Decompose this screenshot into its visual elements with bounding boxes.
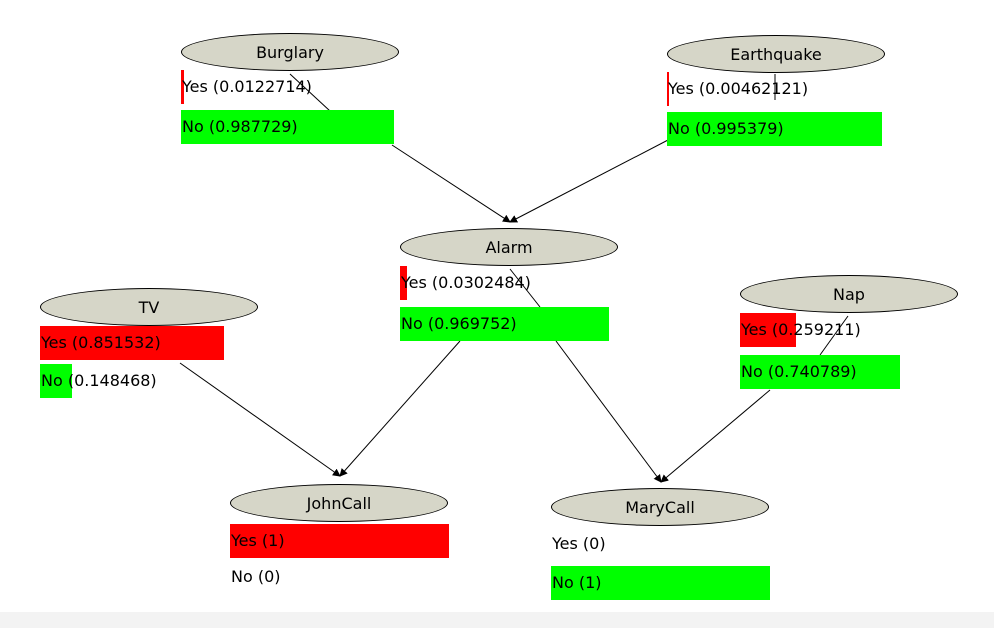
- probability-bar-no: [551, 566, 770, 600]
- state-yes[interactable]: Yes (0.851532): [40, 326, 256, 360]
- state-label: Yes (1): [231, 531, 285, 550]
- state-label: No (0.969752): [401, 314, 517, 333]
- state-no[interactable]: No (0.995379): [667, 112, 883, 146]
- node-nap[interactable]: Nap: [740, 275, 958, 313]
- status-strip: [0, 612, 994, 628]
- probability-bar-yes: [740, 313, 796, 347]
- edge-earthquake-alarm: [509, 139, 669, 223]
- node-label: JohnCall: [306, 493, 372, 513]
- state-label: No (1): [552, 573, 602, 592]
- probability-bar-no: [400, 307, 609, 341]
- probability-bar-yes: [181, 70, 184, 104]
- state-label: No (0.740789): [741, 362, 857, 381]
- node-johncall[interactable]: JohnCall: [230, 484, 448, 522]
- state-no[interactable]: No (0): [230, 560, 449, 594]
- node-tv[interactable]: TV: [40, 288, 258, 326]
- state-yes[interactable]: Yes (0.0302484): [400, 266, 616, 300]
- node-burglary[interactable]: Burglary: [181, 33, 399, 71]
- node-label: Nap: [833, 284, 865, 304]
- probability-bar-yes: [667, 72, 669, 106]
- state-label: Yes (0.0302484): [401, 273, 531, 292]
- node-label: MaryCall: [625, 497, 695, 517]
- probability-bar-no: [181, 110, 394, 144]
- state-yes[interactable]: Yes (0.0122714): [181, 70, 397, 104]
- state-label: Yes (0.00462121): [668, 79, 809, 98]
- state-label: No (0): [231, 567, 281, 586]
- edge-nap-marycall: [660, 389, 771, 483]
- state-no[interactable]: No (1): [551, 566, 770, 600]
- edge-burglary-alarm: [391, 144, 511, 223]
- node-marycall[interactable]: MaryCall: [551, 488, 769, 526]
- state-yes[interactable]: Yes (0): [551, 527, 770, 561]
- node-label: Burglary: [256, 42, 324, 62]
- state-label: No (0.987729): [182, 117, 298, 136]
- state-no[interactable]: No (0.987729): [181, 110, 397, 144]
- probability-bar-no: [40, 364, 72, 398]
- node-label: Earthquake: [730, 44, 822, 64]
- state-no[interactable]: No (0.148468): [40, 364, 256, 398]
- node-alarm[interactable]: Alarm: [400, 228, 618, 266]
- state-yes[interactable]: Yes (0.259211): [740, 313, 956, 347]
- state-label: No (0.995379): [668, 119, 784, 138]
- state-yes[interactable]: Yes (0.00462121): [667, 72, 883, 106]
- probability-bar-no: [667, 112, 882, 146]
- edge-tv-johncall: [179, 362, 341, 477]
- state-yes[interactable]: Yes (1): [230, 524, 449, 558]
- edge-alarm-johncall: [339, 340, 461, 477]
- state-label: No (0.148468): [41, 371, 157, 390]
- edge-alarm-marycall: [555, 340, 662, 483]
- probability-bar-no: [740, 355, 900, 389]
- probability-bar-yes: [400, 266, 407, 300]
- state-label: Yes (0.259211): [741, 320, 861, 339]
- node-label: TV: [138, 297, 160, 317]
- node-label: Alarm: [485, 237, 533, 257]
- state-label: Yes (0.851532): [41, 333, 161, 352]
- state-label: Yes (0): [552, 534, 606, 553]
- node-earthquake[interactable]: Earthquake: [667, 35, 885, 73]
- probability-bar-yes: [230, 524, 449, 558]
- state-label: Yes (0.0122714): [182, 77, 312, 96]
- state-no[interactable]: No (0.740789): [740, 355, 956, 389]
- state-no[interactable]: No (0.969752): [400, 307, 616, 341]
- probability-bar-yes: [40, 326, 224, 360]
